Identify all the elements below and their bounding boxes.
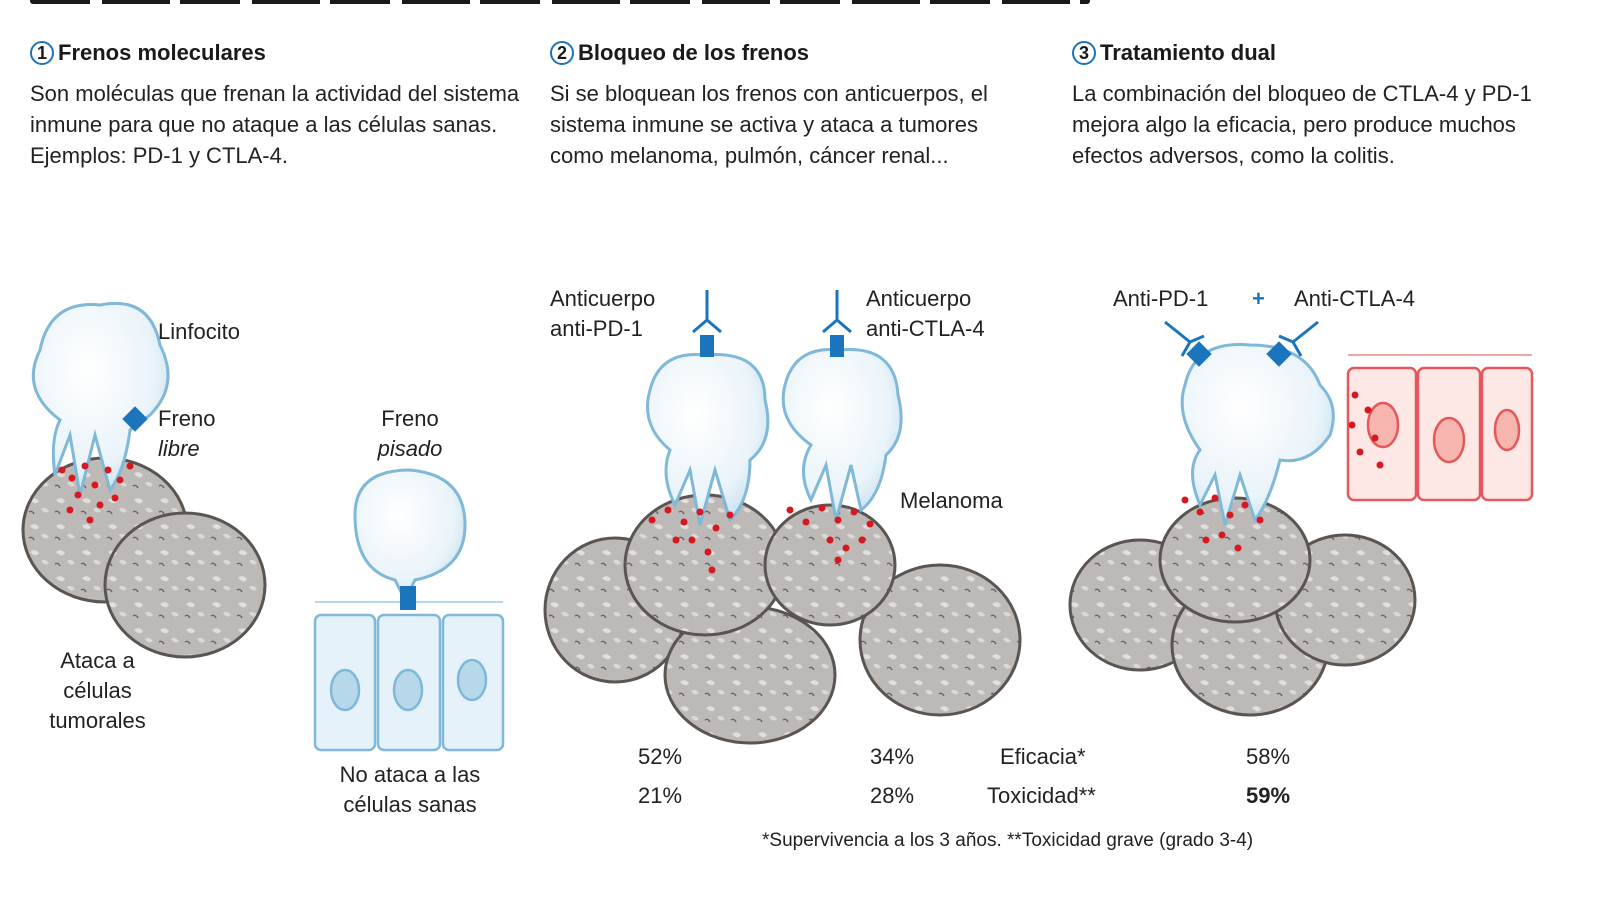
- panel-3-tumor: [1068, 496, 1417, 717]
- section-3-text: La combinación del bloqueo de CTLA-4 y P…: [1072, 81, 1532, 168]
- section-3-title: Tratamiento dual: [1100, 40, 1277, 65]
- label-libre: libre: [158, 436, 200, 461]
- panel-1-tumor: [21, 456, 267, 659]
- panel-2-antibody-ctla4: [822, 290, 852, 334]
- panel-3-lymphocyte: [1180, 341, 1335, 526]
- panel-1-red-dots: [58, 462, 134, 524]
- panel-2-red-dots: [648, 504, 874, 574]
- panel-2-tumor: [543, 493, 1022, 745]
- panel-2-lymphocytes: [646, 335, 903, 526]
- section-2-text: Si se bloquean los frenos con anticuerpo…: [550, 81, 988, 168]
- label-dual-pd1: Anti-PD-1: [1113, 286, 1209, 311]
- stat-ctla4-toxicidad: 28%: [870, 783, 915, 808]
- stat-pd1-eficacia: 52%: [638, 744, 683, 769]
- label-dual-ctla4: Anti-CTLA-4: [1294, 286, 1416, 311]
- label-anticuerpo-ctla4: Anticuerpo: [866, 286, 972, 311]
- label-no-ataca: No ataca a las células sanas: [339, 762, 481, 817]
- section-2-header: 2 Bloqueo de los frenos: [550, 40, 809, 66]
- headline-cropped: [30, 0, 1090, 4]
- panel-1-healthy-cells: [313, 601, 505, 752]
- stat-row-toxicidad: Toxicidad**: [987, 783, 1096, 808]
- label-dual-plus: +: [1252, 286, 1265, 311]
- label-linfocito: Linfocito: [158, 319, 240, 344]
- section-1-number: 1: [30, 41, 54, 65]
- label-freno: Freno: [158, 406, 216, 431]
- label-pisado: pisado: [377, 436, 443, 461]
- stat-ctla4-eficacia: 34%: [870, 744, 915, 769]
- panel-3-antibodies: [1164, 320, 1319, 357]
- section-3-header: 3 Tratamiento dual: [1072, 40, 1276, 66]
- stat-dual-eficacia: 58%: [1246, 744, 1291, 769]
- label-anticuerpo-pd1: Anticuerpo: [550, 286, 656, 311]
- panel-2-antibody-pd1: [692, 290, 722, 334]
- stat-pd1-toxicidad: 21%: [638, 783, 683, 808]
- label-anti-ctla4: anti-CTLA-4: [866, 316, 985, 341]
- section-1-text: Son moléculas que frenan la actividad de…: [30, 81, 520, 168]
- panel-3-red-dots: [1181, 391, 1384, 552]
- stat-dual-toxicidad: 59%: [1246, 783, 1291, 808]
- label-ataca: Ataca a células tumorales: [49, 648, 146, 733]
- label-melanoma: Melanoma: [900, 488, 1003, 513]
- section-2-title: Bloqueo de los frenos: [578, 40, 810, 65]
- label-freno-2: Freno: [381, 406, 439, 431]
- footnote: *Supervivencia a los 3 años. **Toxicidad…: [762, 830, 1254, 851]
- section-2-number: 2: [550, 41, 574, 65]
- section-3-number: 3: [1072, 41, 1096, 65]
- section-1-title: Frenos moleculares: [58, 40, 266, 65]
- panel-3-healthy-cells: [1346, 354, 1534, 502]
- label-anti-pd1: anti-PD-1: [550, 316, 643, 341]
- stat-row-eficacia: Eficacia*: [1000, 744, 1086, 769]
- panel-1-lymphocyte: [31, 301, 170, 496]
- section-1-header: 1 Frenos moleculares: [30, 40, 266, 66]
- panel-1-resting-lymphocyte: [353, 468, 467, 610]
